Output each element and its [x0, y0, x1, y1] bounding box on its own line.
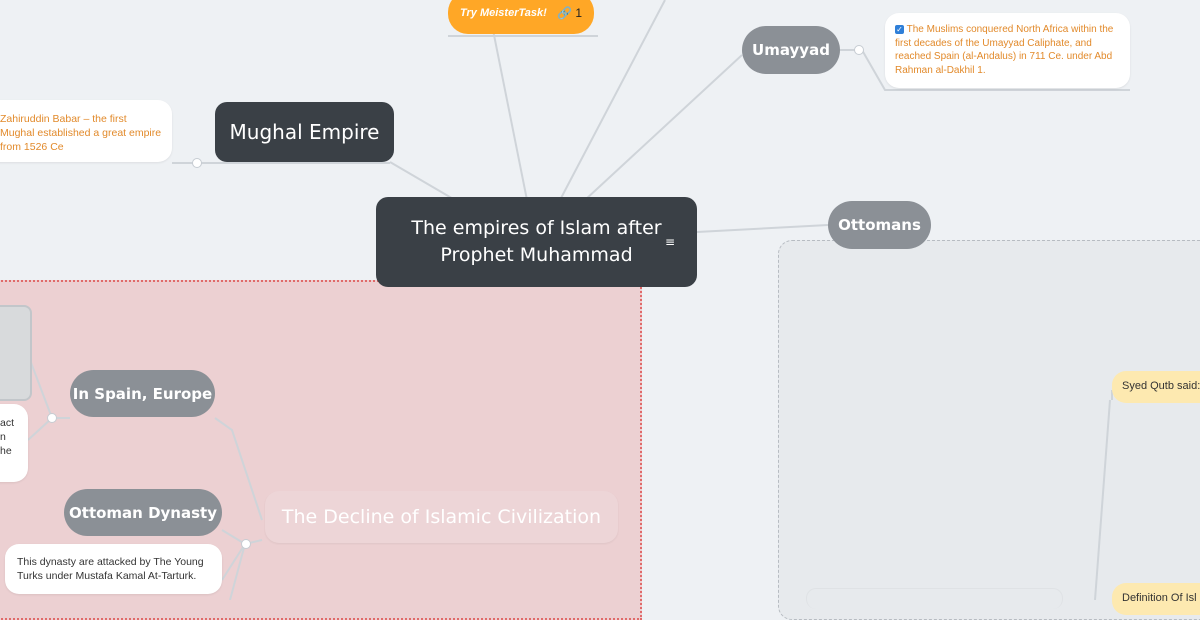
ottomans-region: [778, 240, 1200, 620]
ottoman-dynasty-label: Ottoman Dynasty: [69, 503, 217, 522]
definition-note[interactable]: Definition Of Isl: [1112, 583, 1200, 615]
ottoman-dynasty-node[interactable]: Ottoman Dynasty: [64, 489, 222, 536]
mughal-connector-dot[interactable]: [192, 158, 202, 168]
spain-label: In Spain, Europe: [72, 384, 213, 403]
central-node[interactable]: The empires of Islam after Prophet Muham…: [376, 197, 697, 287]
try-meistertask-button[interactable]: Try MeisterTask! 🔗 1: [448, 0, 594, 34]
mughal-note-text: Zahiruddin Babar – the first Mughal esta…: [0, 113, 162, 153]
try-label: Try MeisterTask!: [460, 7, 547, 19]
ottoman-dynasty-note-text: This dynasty are attacked by The Young T…: [17, 556, 204, 582]
central-title: The empires of Islam after Prophet Muham…: [411, 217, 662, 266]
mughal-label: Mughal Empire: [229, 120, 380, 144]
spain-node[interactable]: In Spain, Europe: [70, 370, 215, 417]
mughal-node[interactable]: Mughal Empire: [215, 102, 394, 162]
link-icon: 🔗: [557, 6, 573, 20]
decline-label: The Decline of Islamic Civilization: [281, 506, 602, 528]
umayyad-node[interactable]: Umayyad: [742, 26, 840, 74]
ottomans-label: Ottomans: [838, 216, 921, 234]
umayyad-note-text: The Muslims conquered North Africa withi…: [895, 24, 1114, 76]
mughal-note[interactable]: Zahiruddin Babar – the first Mughal esta…: [0, 100, 172, 162]
link-count: 1: [575, 6, 582, 20]
checkbox-icon[interactable]: ✓: [895, 24, 904, 34]
image-placeholder-box[interactable]: [0, 305, 32, 401]
notes-icon[interactable]: ≡: [664, 235, 675, 249]
umayyad-label: Umayyad: [752, 41, 830, 59]
decline-connector-dot[interactable]: [241, 539, 251, 549]
spain-connector-dot[interactable]: [47, 413, 57, 423]
ottomans-node[interactable]: Ottomans: [828, 201, 931, 249]
inner-box-edge: [806, 588, 1063, 609]
umayyad-connector-dot[interactable]: [854, 45, 864, 55]
syed-qutb-text: Syed Qutb said:: [1122, 380, 1200, 392]
spain-note[interactable]: act n he: [0, 404, 28, 482]
ottoman-dynasty-note[interactable]: This dynasty are attacked by The Young T…: [5, 544, 222, 594]
spain-note-text: act n he: [0, 417, 15, 457]
umayyad-note[interactable]: ✓ The Muslims conquered North Africa wit…: [885, 13, 1130, 88]
definition-text: Definition Of Isl: [1122, 592, 1197, 604]
decline-node[interactable]: The Decline of Islamic Civilization: [265, 491, 618, 543]
syed-qutb-note[interactable]: Syed Qutb said:: [1112, 371, 1200, 403]
